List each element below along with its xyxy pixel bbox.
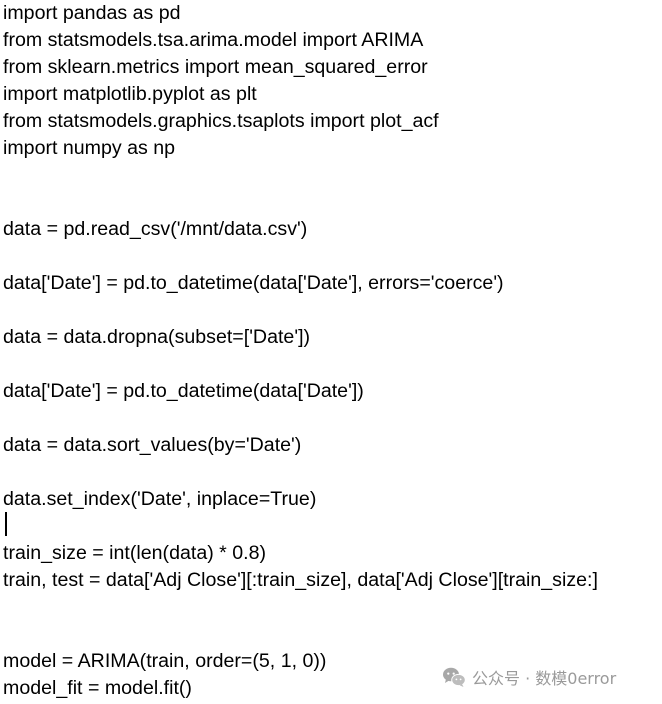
watermark-text: 公众号 · 数模0error [472, 669, 617, 688]
code-line-1: import pandas as pd [3, 2, 181, 24]
code-line-25: model = ARIMA(train, order=(5, 1, 0)) [3, 650, 327, 672]
code-line-3: from sklearn.metrics import mean_squared… [3, 56, 428, 78]
code-line-9: data = pd.read_csv('/mnt/data.csv') [3, 218, 308, 240]
code-line-13: data = data.dropna(subset=['Date']) [3, 326, 311, 348]
code-line-6: import numpy as np [3, 137, 176, 159]
code-line-11: data['Date'] = pd.to_datetime(data['Date… [3, 272, 504, 294]
code-line-5: from statsmodels.graphics.tsaplots impor… [3, 110, 439, 132]
code-line-26: model_fit = model.fit() [3, 677, 192, 699]
code-line-4: import matplotlib.pyplot as plt [3, 83, 257, 105]
text-caret [5, 512, 7, 536]
wechat-icon [442, 666, 466, 688]
code-line-15: data['Date'] = pd.to_datetime(data['Date… [3, 380, 364, 402]
code-line-19: data.set_index('Date', inplace=True) [3, 488, 317, 510]
code-line-17: data = data.sort_values(by='Date') [3, 434, 302, 456]
code-line-21: train_size = int(len(data) * 0.8) [3, 542, 267, 564]
code-line-22: train, test = data['Adj Close'][:train_s… [3, 569, 598, 591]
watermark: 公众号 · 数模0error [442, 664, 616, 690]
code-line-2: from statsmodels.tsa.arima.model import … [3, 29, 424, 51]
